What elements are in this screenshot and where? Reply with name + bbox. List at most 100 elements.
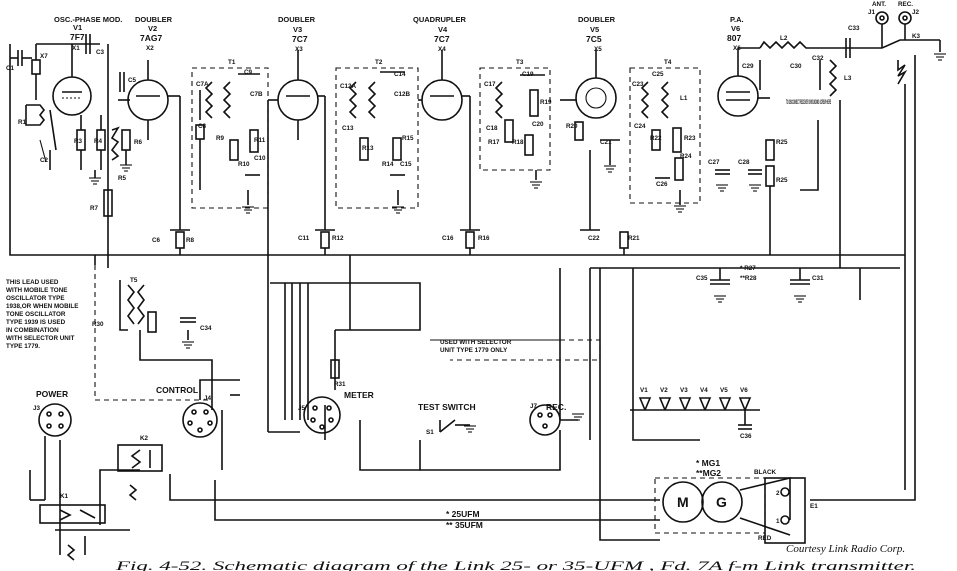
- label-t2: T2: [375, 59, 383, 66]
- label-r25-top: R25: [776, 139, 788, 146]
- svg-text:IN COMBINATION: IN COMBINATION: [6, 327, 59, 334]
- label-r3: R3: [74, 138, 83, 145]
- label-ant: ANT.: [872, 1, 886, 8]
- component-labels: X7 T1 T2 T3 T4 T5 L1 L2 L3 K1 K2 K3 J1 J…: [6, 1, 921, 500]
- lower-wiring: [29, 100, 861, 555]
- heater-label: V1: [640, 387, 648, 394]
- terminal-1-label: 1: [776, 518, 780, 525]
- label-r6: R6: [134, 139, 143, 146]
- tube-2-id: V2: [148, 24, 157, 33]
- ufm-note-25: * 25UFM: [446, 509, 480, 519]
- section-labels: POWER CONTROL METER TEST SWITCH S1 REC.: [36, 385, 566, 436]
- power-jack-j3: [30, 403, 72, 501]
- label-t3: T3: [516, 59, 524, 66]
- doubler-v2-stage: [118, 60, 190, 255]
- tube-1-stage: OSC.-PHASE MOD.: [54, 15, 122, 24]
- antenna-network: [759, 11, 947, 501]
- label-r8: R8: [186, 237, 195, 244]
- label-c13: C13: [342, 125, 354, 132]
- tube-5-id: V5: [590, 25, 599, 34]
- label-r21: R21: [628, 235, 640, 242]
- label-l2: L2: [780, 35, 788, 42]
- power-label: POWER: [36, 389, 68, 399]
- label-c12b: C12B: [394, 91, 411, 98]
- svg-text:THIS LEAD USED: THIS LEAD USED: [6, 279, 59, 286]
- tone-note-line: TYPE 1939 IS USED: [6, 319, 66, 326]
- tube-2-socket: X2: [146, 45, 154, 52]
- label-c26: C26: [656, 181, 668, 188]
- svg-text:USED WITH SELECTOR: USED WITH SELECTOR: [440, 339, 512, 346]
- label-c7b: C7B: [250, 91, 263, 98]
- tube-5-socket: X5: [594, 46, 602, 53]
- label-c29: C29: [742, 63, 754, 70]
- label-r20: R20: [566, 123, 578, 130]
- label-l1: L1: [680, 95, 688, 102]
- tube-4-id: V4: [438, 25, 448, 34]
- s1-label: S1: [426, 429, 434, 436]
- label-c9: C9: [244, 69, 253, 76]
- tone-note-line: IN COMBINATION: [6, 327, 59, 334]
- label-r22: R22: [650, 135, 662, 142]
- svg-text:TONE OSCILLATOR: TONE OSCILLATOR: [6, 311, 66, 318]
- test-switch-s1: [439, 419, 477, 433]
- label-c24: C24: [634, 123, 646, 130]
- label-c28: C28: [738, 159, 750, 166]
- heater-label: V3: [680, 387, 688, 394]
- label-rec-top: REC.: [898, 1, 913, 8]
- doubler-v5-stage: [560, 50, 629, 255]
- heater-labels: V1 V2 V3 V4 V5 V6: [640, 387, 748, 394]
- svg-text:WITH SELECTOR UNIT: WITH SELECTOR UNIT: [6, 335, 75, 342]
- label-c19: C19: [522, 71, 534, 78]
- label-r18: R18: [512, 139, 524, 146]
- tone-note-line: TYPE 1779.: [6, 343, 40, 350]
- black-lead-label: BLACK: [754, 469, 776, 476]
- tube-6-type: 807: [727, 33, 741, 43]
- motor-label: M: [677, 494, 689, 510]
- label-c23: C23: [632, 81, 644, 88]
- label-x7: X7: [40, 53, 48, 60]
- control-label: CONTROL: [156, 385, 198, 395]
- tube-5-type: 7C5: [586, 34, 602, 44]
- label-c35: C35: [696, 275, 708, 282]
- label-r27: * R27: [740, 265, 756, 272]
- label-c1: C1: [6, 65, 15, 72]
- label-c27: C27: [708, 159, 720, 166]
- label-c22: C22: [588, 235, 600, 242]
- label-l3: L3: [844, 75, 852, 82]
- doubler-v3-stage: [268, 50, 335, 255]
- relay-k2: [117, 444, 163, 472]
- e1-label: E1: [810, 503, 818, 510]
- svg-text:WITH MOBILE TONE: WITH MOBILE TONE: [6, 287, 67, 294]
- label-r1: R1: [18, 119, 27, 126]
- label-c20: C20: [532, 121, 544, 128]
- label-k3: K3: [912, 33, 921, 40]
- ufm-notes: * 25UFM ** 35UFM: [446, 509, 483, 530]
- label-c2: C2: [40, 157, 49, 164]
- tube-3-id: V3: [293, 25, 302, 34]
- tone-note-line: WITH MOBILE TONE: [6, 287, 67, 294]
- label-r13: R13: [362, 145, 374, 152]
- meter-label: METER: [344, 390, 374, 400]
- label-c8: C8: [198, 123, 207, 130]
- label-r14: R14: [382, 161, 394, 168]
- heater-label: V2: [660, 387, 668, 394]
- selector-note-line: UNIT TYPE 1779 ONLY: [440, 347, 508, 354]
- t4-box: [629, 67, 701, 213]
- relay-k1: [39, 484, 138, 561]
- label-j3: J3: [33, 405, 41, 412]
- label-c7a: C7A: [196, 81, 209, 88]
- meter-jack-j5: [303, 396, 341, 434]
- label-k1: K1: [60, 493, 69, 500]
- label-t5: T5: [130, 277, 138, 284]
- credit-line: Courtesy Link Radio Corp.: [786, 543, 905, 555]
- ufm-note-35: ** 35UFM: [446, 520, 483, 530]
- selector-note-line: USED WITH SELECTOR: [440, 339, 512, 346]
- label-c18: C18: [486, 125, 498, 132]
- label-c31: C31: [812, 275, 824, 282]
- oscillator-stage: [10, 34, 120, 255]
- label-t4: T4: [664, 59, 672, 66]
- label-c6: C6: [152, 237, 161, 244]
- label-j1: J1: [868, 9, 876, 16]
- tube-6-id: V6: [731, 24, 740, 33]
- label-r23: R23: [684, 135, 696, 142]
